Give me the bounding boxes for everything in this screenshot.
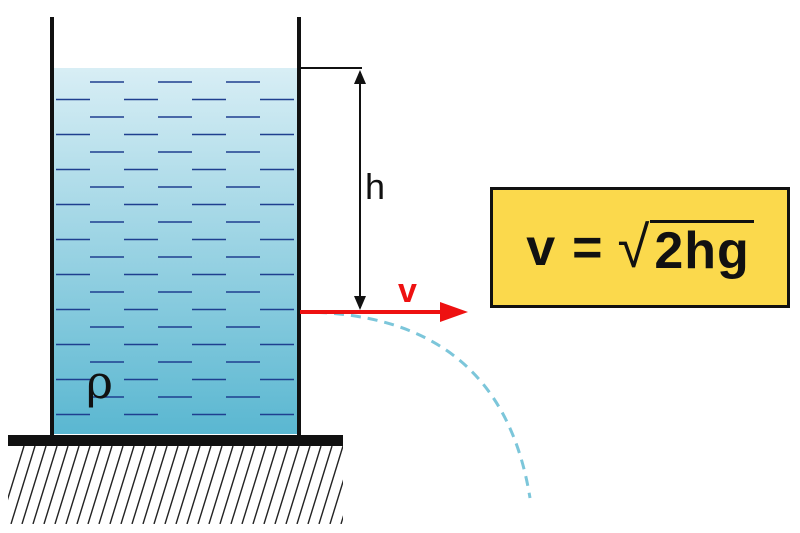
- ground-hatch-line: [252, 446, 278, 524]
- square-root-icon: √: [617, 214, 651, 280]
- ground-hatch-line: [340, 515, 343, 524]
- formula-equals: =: [572, 218, 604, 277]
- ground-hatch-line: [32, 446, 58, 524]
- height-label: h: [365, 166, 385, 207]
- ground-hatch-line: [263, 446, 289, 524]
- tank-base: [8, 435, 343, 446]
- ground-hatch-line: [87, 446, 113, 524]
- ground-hatch-line: [307, 446, 333, 524]
- ground-hatch-line: [230, 446, 256, 524]
- ground-hatch-line: [10, 446, 36, 524]
- water-surface-dashes: [56, 81, 294, 416]
- ground-hatch-line: [142, 446, 168, 524]
- ground-hatch-line: [54, 446, 80, 524]
- ground-hatch-line: [208, 446, 234, 524]
- ground-hatch-line: [296, 446, 322, 524]
- density-label: ρ: [86, 355, 113, 409]
- ground-hatch-line: [241, 446, 267, 524]
- ground-hatch-line: [175, 446, 201, 524]
- ground-hatch-line: [274, 446, 300, 524]
- ground-hatch-line: [318, 446, 343, 524]
- square-root: √ 2hg: [617, 214, 754, 280]
- ground-hatch-line: [21, 446, 47, 524]
- ground-hatch-line: [98, 446, 124, 524]
- ground-hatch-line: [65, 446, 91, 524]
- ground-hatch-line: [120, 446, 146, 524]
- ground-hatch-line: [329, 479, 343, 524]
- ground-hatch-line: [8, 446, 25, 501]
- jet-trajectory: [299, 310, 532, 499]
- ground-hatch-line: [164, 446, 190, 524]
- ground-hatch-line: [76, 446, 102, 524]
- ground-hatch-line: [197, 446, 223, 524]
- ground-hatch-line: [131, 446, 157, 524]
- ground-hatch-line: [219, 446, 245, 524]
- ground-hatch-line: [285, 446, 311, 524]
- ground-hatch-line: [43, 446, 69, 524]
- water-body: [52, 68, 299, 434]
- ground-hatch-line: [109, 446, 135, 524]
- formula-lhs: v: [526, 218, 557, 277]
- height-arrow-bottom-icon: [354, 296, 366, 310]
- formula-radicand: 2hg: [650, 219, 754, 277]
- height-arrow-top-icon: [354, 70, 366, 84]
- ground-hatching: [8, 446, 376, 524]
- ground-hatch-line: [186, 446, 212, 524]
- velocity-arrow-head-icon: [440, 302, 468, 322]
- ground-hatch-line: [153, 446, 179, 524]
- ground-hatch-line: [352, 446, 376, 524]
- velocity-label: v: [398, 272, 417, 310]
- torricelli-formula: v = √ 2hg: [493, 190, 787, 305]
- formula-box: v = √ 2hg: [490, 187, 790, 308]
